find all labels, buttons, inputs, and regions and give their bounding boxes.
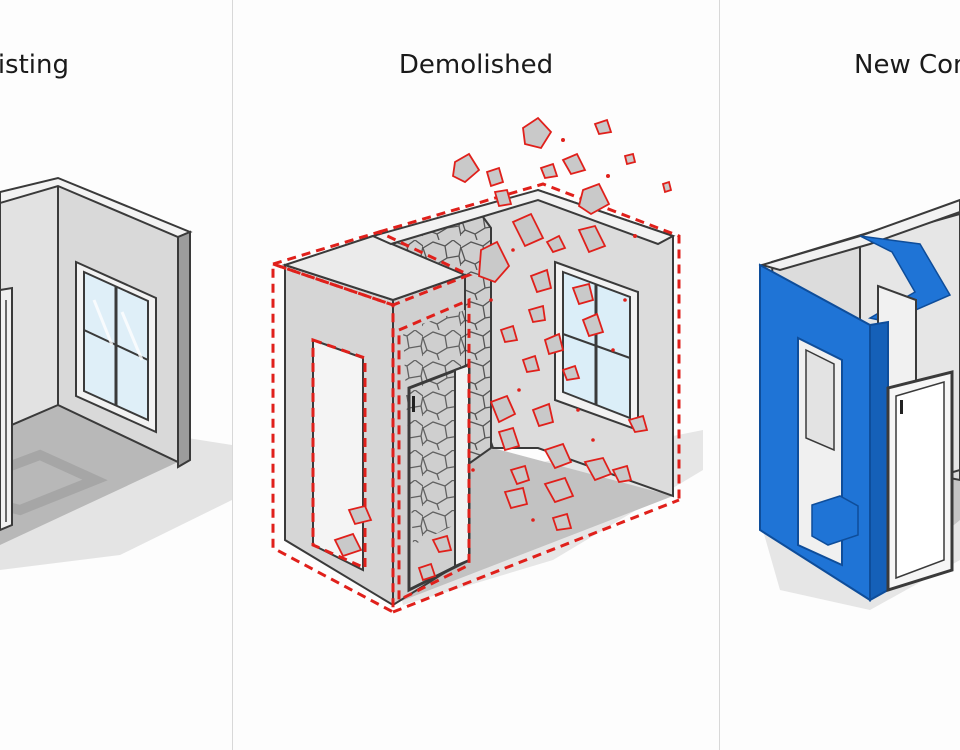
window bbox=[75, 260, 157, 434]
new-wall-front-blue-end bbox=[869, 320, 889, 602]
floor-rug bbox=[0, 449, 108, 516]
wall-end-face bbox=[177, 230, 191, 469]
divider-2 bbox=[719, 0, 720, 750]
existing-room-illustration bbox=[0, 176, 232, 570]
panel-title-demolished: Demolished bbox=[398, 50, 554, 80]
front-partition-stone bbox=[403, 310, 465, 545]
demolition-outline bbox=[268, 182, 681, 615]
debris-specks bbox=[471, 138, 637, 522]
window bbox=[554, 260, 639, 432]
divider-1 bbox=[232, 0, 233, 750]
panel-demolished: Demolished bbox=[233, 0, 719, 750]
door-frame bbox=[886, 370, 954, 593]
debris-fragments bbox=[333, 116, 673, 582]
panel-title-new-construction: New Construction bbox=[854, 50, 960, 80]
demolished-room-illustration bbox=[268, 116, 703, 615]
panel-title-existing: Existing bbox=[0, 50, 69, 80]
new-construction-illustration bbox=[758, 198, 960, 610]
left-wall-opening bbox=[312, 338, 364, 572]
panel-new-construction: New Construction bbox=[720, 0, 960, 750]
panel-existing: Existing bbox=[0, 0, 232, 750]
blue-bench bbox=[811, 495, 859, 546]
